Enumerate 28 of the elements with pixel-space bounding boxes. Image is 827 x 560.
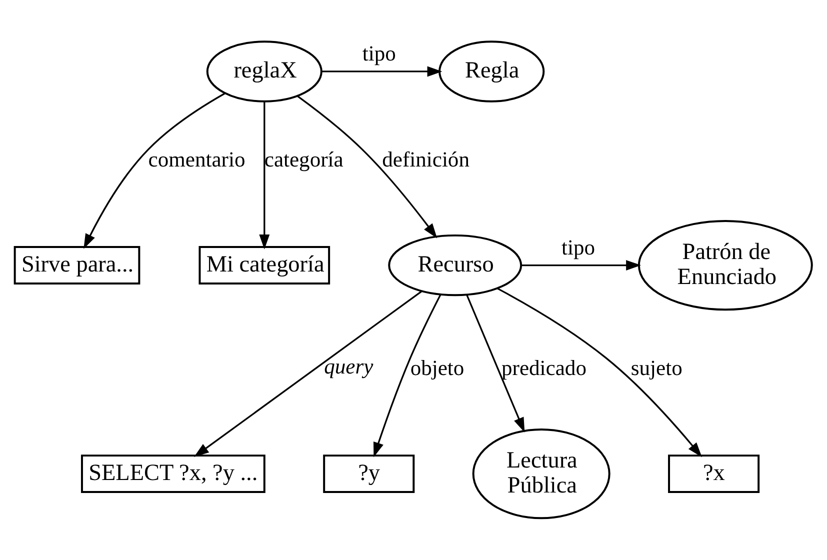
edge-label: predicado [502, 356, 586, 380]
edge-label: sujeto [630, 356, 682, 380]
arrow [466, 294, 525, 432]
node-ellipse: Lectura Pública [472, 428, 610, 520]
arrow [194, 290, 422, 458]
node-ellipse: Recurso [388, 234, 522, 296]
arrow [497, 288, 702, 458]
node-ellipse: reglaX [206, 40, 322, 102]
node-box: SELECT ?x, ?y ... [80, 454, 266, 494]
arrow [521, 260, 642, 271]
node-box: ?x [668, 454, 760, 494]
edge-label: query [324, 354, 374, 379]
arrow [259, 102, 270, 250]
edge-label: tipo [362, 42, 396, 66]
edge-label: tipo [561, 235, 596, 260]
arrow [84, 92, 226, 249]
node-box: Mi categoría [198, 246, 330, 285]
node-box: Sirve para... [14, 246, 140, 285]
node-box: ?y [323, 454, 415, 494]
edge-label: objeto [410, 356, 464, 380]
edge-label: comentario [148, 148, 246, 172]
edge-label: definición [382, 148, 470, 172]
arrow [297, 95, 438, 238]
arrow [322, 66, 442, 77]
arrow [373, 294, 442, 458]
node-ellipse: Regla [438, 40, 545, 102]
edge-label: categoría [264, 148, 344, 172]
node-ellipse: Patrón de Enunciado [638, 220, 813, 311]
